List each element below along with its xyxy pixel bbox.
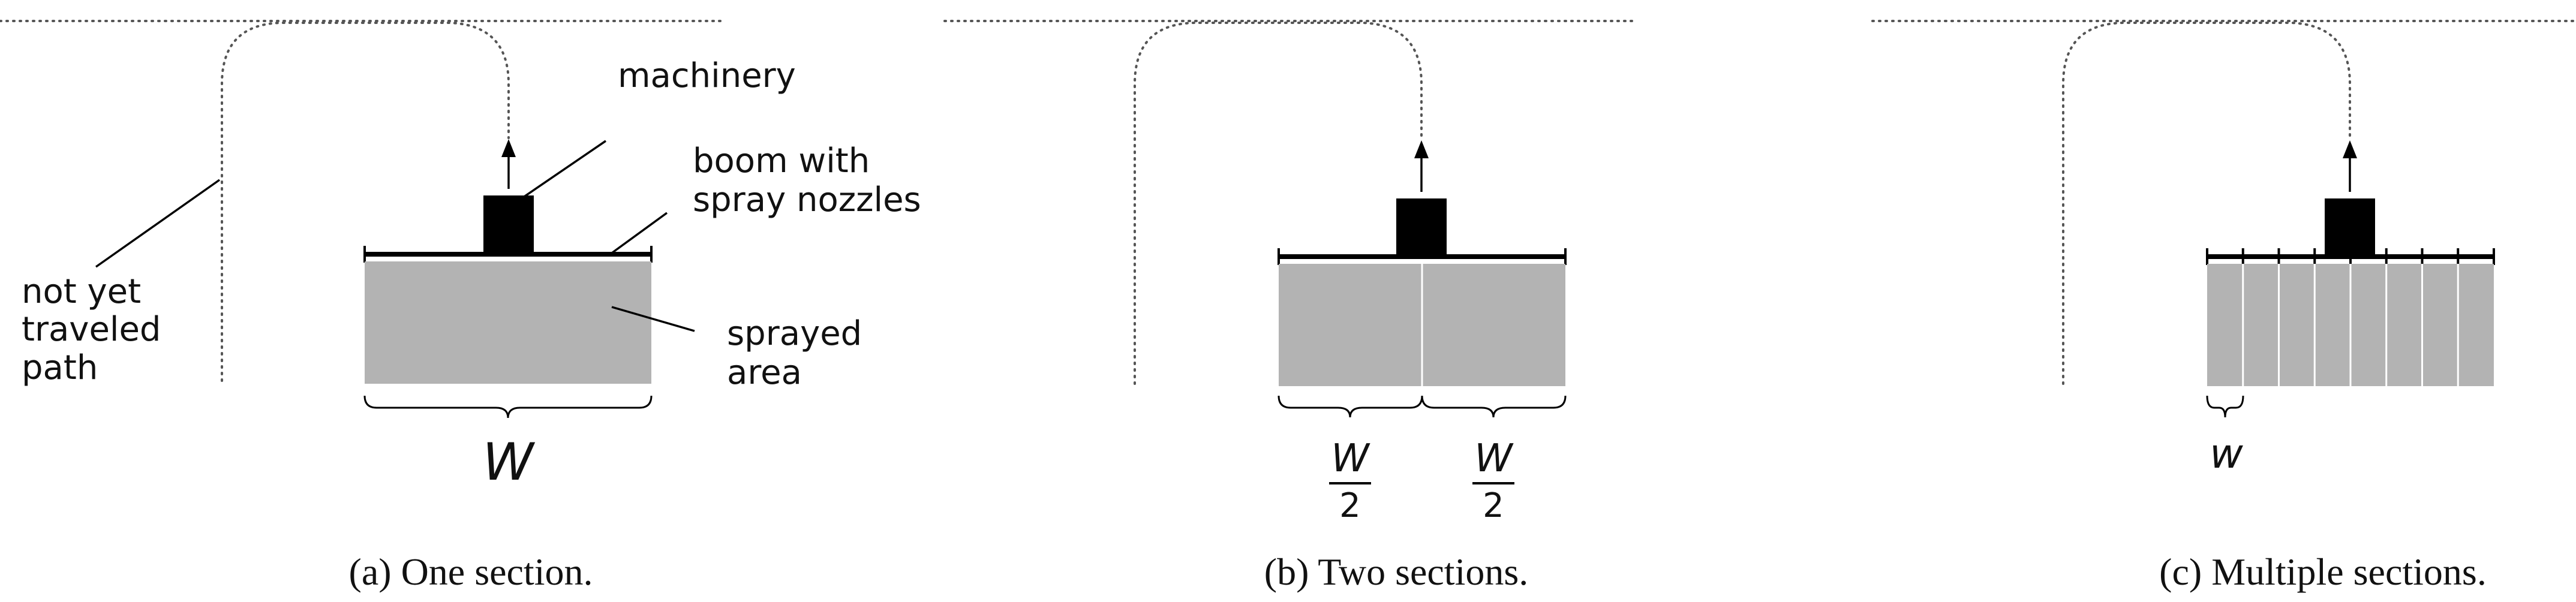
caption-a: (a) One section. [349, 550, 593, 593]
path-leader [95, 179, 221, 268]
boom-leader [611, 212, 668, 254]
machinery [2325, 198, 2375, 255]
path-label-line2: traveled [22, 310, 161, 349]
arrow-head [1414, 140, 1429, 158]
machinery [1396, 198, 1447, 255]
sprayed-area [365, 261, 651, 384]
fraction-left: W 2 [1329, 437, 1371, 525]
panel-two-sections: W 2 W 2 (b) Two sections. [943, 20, 1639, 593]
path-label-line3: path [22, 348, 98, 387]
traveled-path [1134, 22, 1423, 385]
section-dividers [2242, 264, 2459, 386]
panel-one-section: W machinery boom with spray nozzles spra… [0, 20, 921, 593]
fraction-right: W 2 [1472, 437, 1514, 525]
boom-label-line2: spray nozzles [693, 180, 921, 219]
section-brace-left [1278, 395, 1423, 418]
section-brace [2206, 395, 2244, 418]
traveled-path [2062, 22, 2351, 385]
arrow-head [501, 139, 516, 157]
nozzle-ticks [2206, 248, 2495, 265]
section-brace-right [1421, 395, 1567, 418]
machinery-label: machinery [618, 56, 796, 95]
fraction-numerator: W [1474, 437, 1514, 481]
area-label-line2: area [727, 353, 802, 392]
caption-b: (b) Two sections. [1264, 550, 1529, 593]
caption-c: (c) Multiple sections. [2159, 550, 2487, 593]
area-leader [611, 306, 695, 332]
boom-label-line1: boom with [693, 142, 870, 180]
area-label-line1: sprayed [727, 314, 862, 353]
arrow-head [2343, 140, 2357, 158]
machinery [483, 195, 534, 252]
width-label-W: W [482, 432, 535, 492]
machinery-leader [520, 140, 606, 200]
fraction-denominator: 2 [1339, 486, 1361, 525]
fraction-numerator: W [1331, 437, 1370, 481]
fraction-denominator: 2 [1483, 486, 1504, 525]
width-brace [363, 395, 653, 419]
panel-multiple-sections: w (c) Multiple sections. [1871, 20, 2576, 593]
path-label-line1: not yet [22, 272, 141, 311]
width-label-w: w [2210, 431, 2243, 478]
